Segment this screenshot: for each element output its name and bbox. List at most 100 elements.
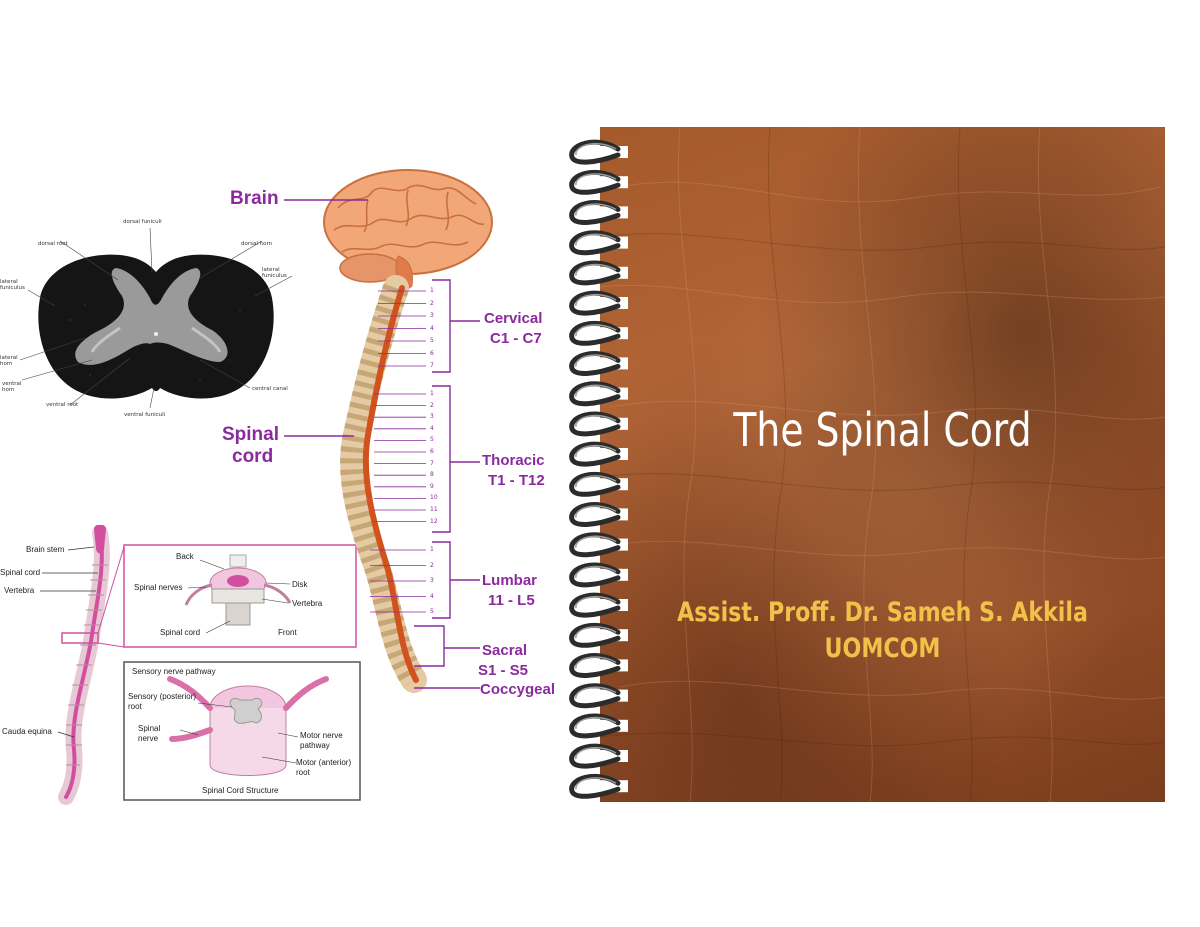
vertebra-level-number: 2 [430,299,434,307]
label-vertebra-detail: Vertebra [292,599,323,608]
binding-ring [569,381,628,407]
binding-ring [569,290,628,316]
leather-cover: The Spinal Cord Assist. Proff. Dr. Sameh… [600,127,1165,802]
label-thoracic: Thoracic [482,452,545,469]
label-dorsal-horn: dorsal horn [241,241,273,247]
vertebra-level-number: 12 [430,517,438,525]
label-spinal-nerves: Spinal nerves [134,583,183,592]
binding-ring [569,411,628,437]
label-lateral-horn: lateral horn [0,355,18,367]
vertebra-level-number: 11 [430,506,438,513]
binding-ring [569,320,628,346]
vertebra-level-number: 9 [430,482,434,490]
cover-title: The Spinal Cord [733,403,1032,457]
label-structure-caption: Spinal Cord Structure [202,786,279,795]
label-lateral-funiculus-left: lateral funiculus [0,279,25,291]
label-spinal-cord-line2: cord [232,446,274,467]
vertebra-level-number: 6 [430,448,434,455]
vertebra-level-number: 4 [430,424,434,432]
vertebra-level-number: 6 [430,349,434,357]
vertebra-level-number: 5 [430,337,434,344]
vertebra-level-number: 3 [430,577,434,584]
vertebra-level-number: 5 [430,436,434,444]
label-spinal-nerve-2: nerve [138,734,159,743]
label-thoracic-range: T1 - T12 [488,472,545,489]
label-spinal-cord: Spinal cord [0,568,41,577]
label-lumbar-range: 11 - L5 [488,592,535,609]
label-cervical-range: C1 - C7 [490,330,542,347]
binding-ring [569,230,628,256]
binding-ring [569,773,628,799]
binding-ring [569,169,628,195]
label-coccygeal: Coccygeal [480,681,556,698]
binding-ring [569,743,628,769]
label-vertebra: Vertebra [4,586,35,595]
label-ventral-funiculi: ventral funiculi [124,412,166,418]
vertebra-level-number: 1 [430,287,434,294]
label-disk: Disk [292,580,308,589]
label-ventral-horn: ventral horn [2,381,22,393]
vertebra-level-number: 1 [430,390,434,397]
vertebra-level-number: 3 [430,413,434,421]
binding-ring [569,139,628,165]
vertebra-level-number: 2 [430,561,434,569]
cover-author: Assist. Proff. Dr. Sameh S. Akkila [677,597,1088,628]
label-sacral: Sacral [482,642,528,659]
label-cervical: Cervical [484,310,543,327]
label-spinal-cord-detail: Spinal cord [160,628,201,637]
vertebra-level-number: 7 [430,459,434,467]
binding-ring [569,200,628,225]
vertebra-level-number: 8 [430,471,434,479]
notebook-cover: The Spinal Cord Assist. Proff. Dr. Sameh… [566,127,1166,802]
binding-ring [569,562,628,588]
vertebra-level-number: 2 [430,401,434,409]
label-brain-stem: Brain stem [26,545,65,554]
cross-section-image [0,210,312,430]
label-front: Front [278,628,297,637]
label-sensory-root-2: root [128,702,142,711]
spinal-anatomy-drawing [40,524,361,805]
label-brain: Brain [230,188,279,209]
label-motor-pathway-2: pathway [300,741,330,750]
binding-ring [569,532,628,558]
vertebra-level-number: 7 [430,362,434,369]
brain-spine-drawing [284,169,493,693]
leather-texture [600,127,1165,802]
label-sensory-root-1: Sensory (posterior) [128,692,197,701]
vertebra-level-number: 5 [430,608,434,615]
label-motor-pathway-1: Motor nerve [300,731,343,740]
label-spinal-nerve-1: Spinal [138,724,161,733]
label-motor-root-1: Motor (anterior) [296,758,352,767]
vertebra-level-number: 4 [430,324,434,332]
label-sensory-nerve-pathway: Sensory nerve pathway [132,667,216,676]
binding-ring [569,351,628,376]
binding-ring [569,622,628,648]
vertebra-level-number: 1 [430,546,434,553]
binding-ring [569,592,628,618]
cover-institution: UOMCOM [824,633,941,664]
label-lateral-funiculus-right: lateral funiculus [262,267,287,279]
vertebra-level-number: 3 [430,312,434,319]
spinal-cord-cross-section: dorsal funiculi dorsal root dorsal horn … [0,210,312,430]
binding-ring [569,713,628,739]
label-spinal-cord-line1: Spinal [222,424,280,445]
label-back: Back [176,552,194,561]
label-ventral-root: ventral root [46,402,79,408]
spinal-anatomy-diagram: Brain stem Spinal cord Vertebra Cauda eq… [0,524,365,805]
label-central-canal: central canal [252,386,288,392]
spiral-binding [569,139,628,799]
binding-ring [569,471,628,497]
binding-ring [569,441,628,467]
binding-ring [569,260,628,286]
binding-ring [569,683,628,709]
vertebra-level-number: 10 [430,494,438,502]
label-dorsal-funiculi: dorsal funiculi [123,219,162,225]
label-sacral-range: S1 - S5 [478,662,529,679]
label-lumbar: Lumbar [482,572,538,589]
label-dorsal-root: dorsal root [38,241,68,247]
binding-ring [569,502,628,527]
label-cauda-equina: Cauda equina [2,727,52,736]
label-motor-root-2: root [296,768,310,777]
binding-ring [569,653,628,678]
